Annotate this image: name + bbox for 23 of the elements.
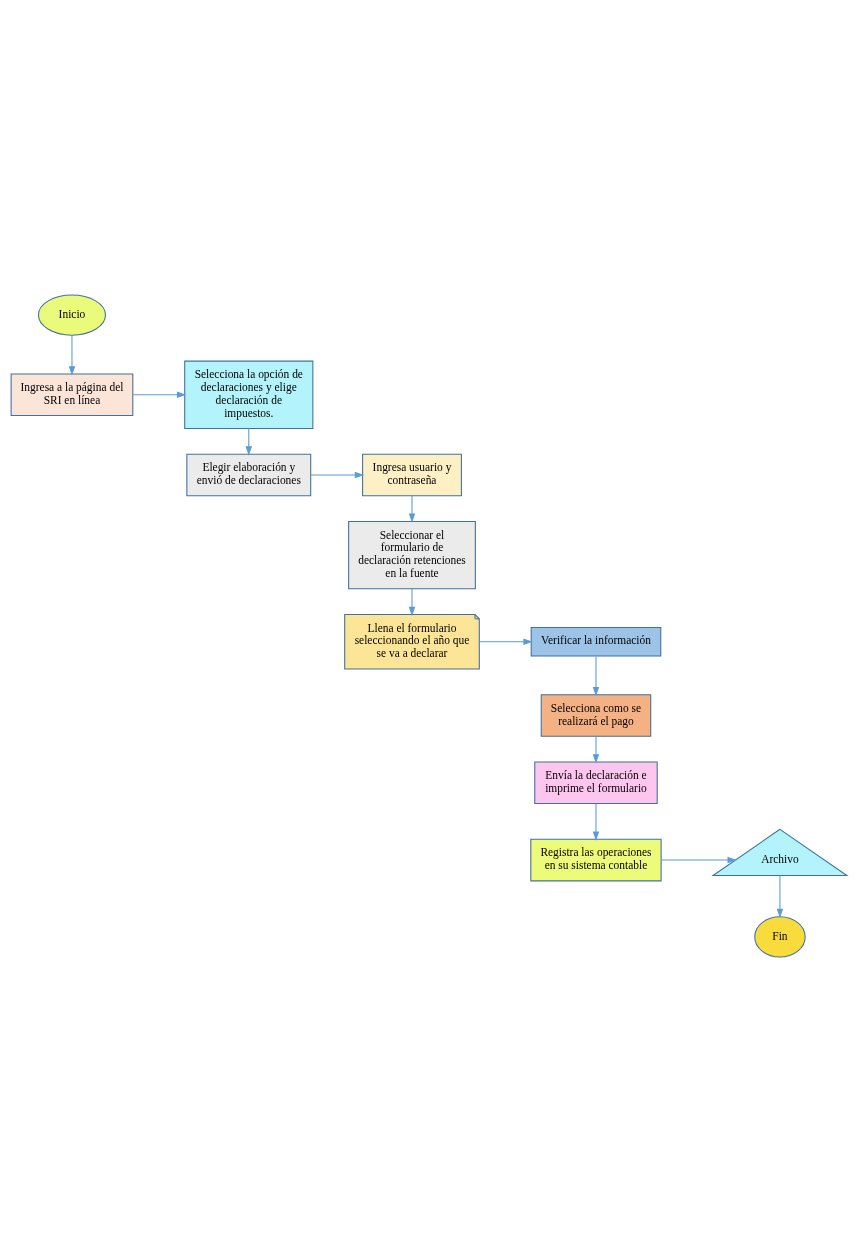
node-box: Envía la declaración e imprime el formulario [534, 760, 658, 804]
node-ellipse: Fin [754, 915, 806, 958]
node-box: Selecciona la opción de declaraciones y elige declaración de impuestos. [184, 360, 314, 429]
arrow [68, 334, 76, 376]
node-box: Registra las operaciones en su sistema contable [530, 838, 662, 881]
node-ellipse: Inicio [37, 294, 107, 336]
arrow [592, 655, 600, 696]
node-box: Elegir elaboración y envió de declaraciones [186, 453, 312, 496]
arrow [408, 587, 416, 616]
arrow [776, 874, 784, 918]
arrow [592, 735, 600, 763]
node-box: Ingresa a la página del SRI en línea [10, 373, 134, 416]
node-box: Ingresa usuario y contraseña [362, 453, 462, 496]
arrow [408, 494, 416, 523]
arrow [660, 856, 737, 863]
node-box: Seleccionar el formulario de declaración retenciones en la fuente [348, 520, 476, 589]
arrow [478, 638, 533, 645]
arrow [132, 391, 187, 398]
node-box: Verificar la información [530, 626, 662, 657]
arrow [245, 427, 253, 456]
node-box: Selecciona como se realizará el pago [540, 693, 652, 737]
arrow [310, 471, 365, 478]
arrow [592, 802, 600, 841]
